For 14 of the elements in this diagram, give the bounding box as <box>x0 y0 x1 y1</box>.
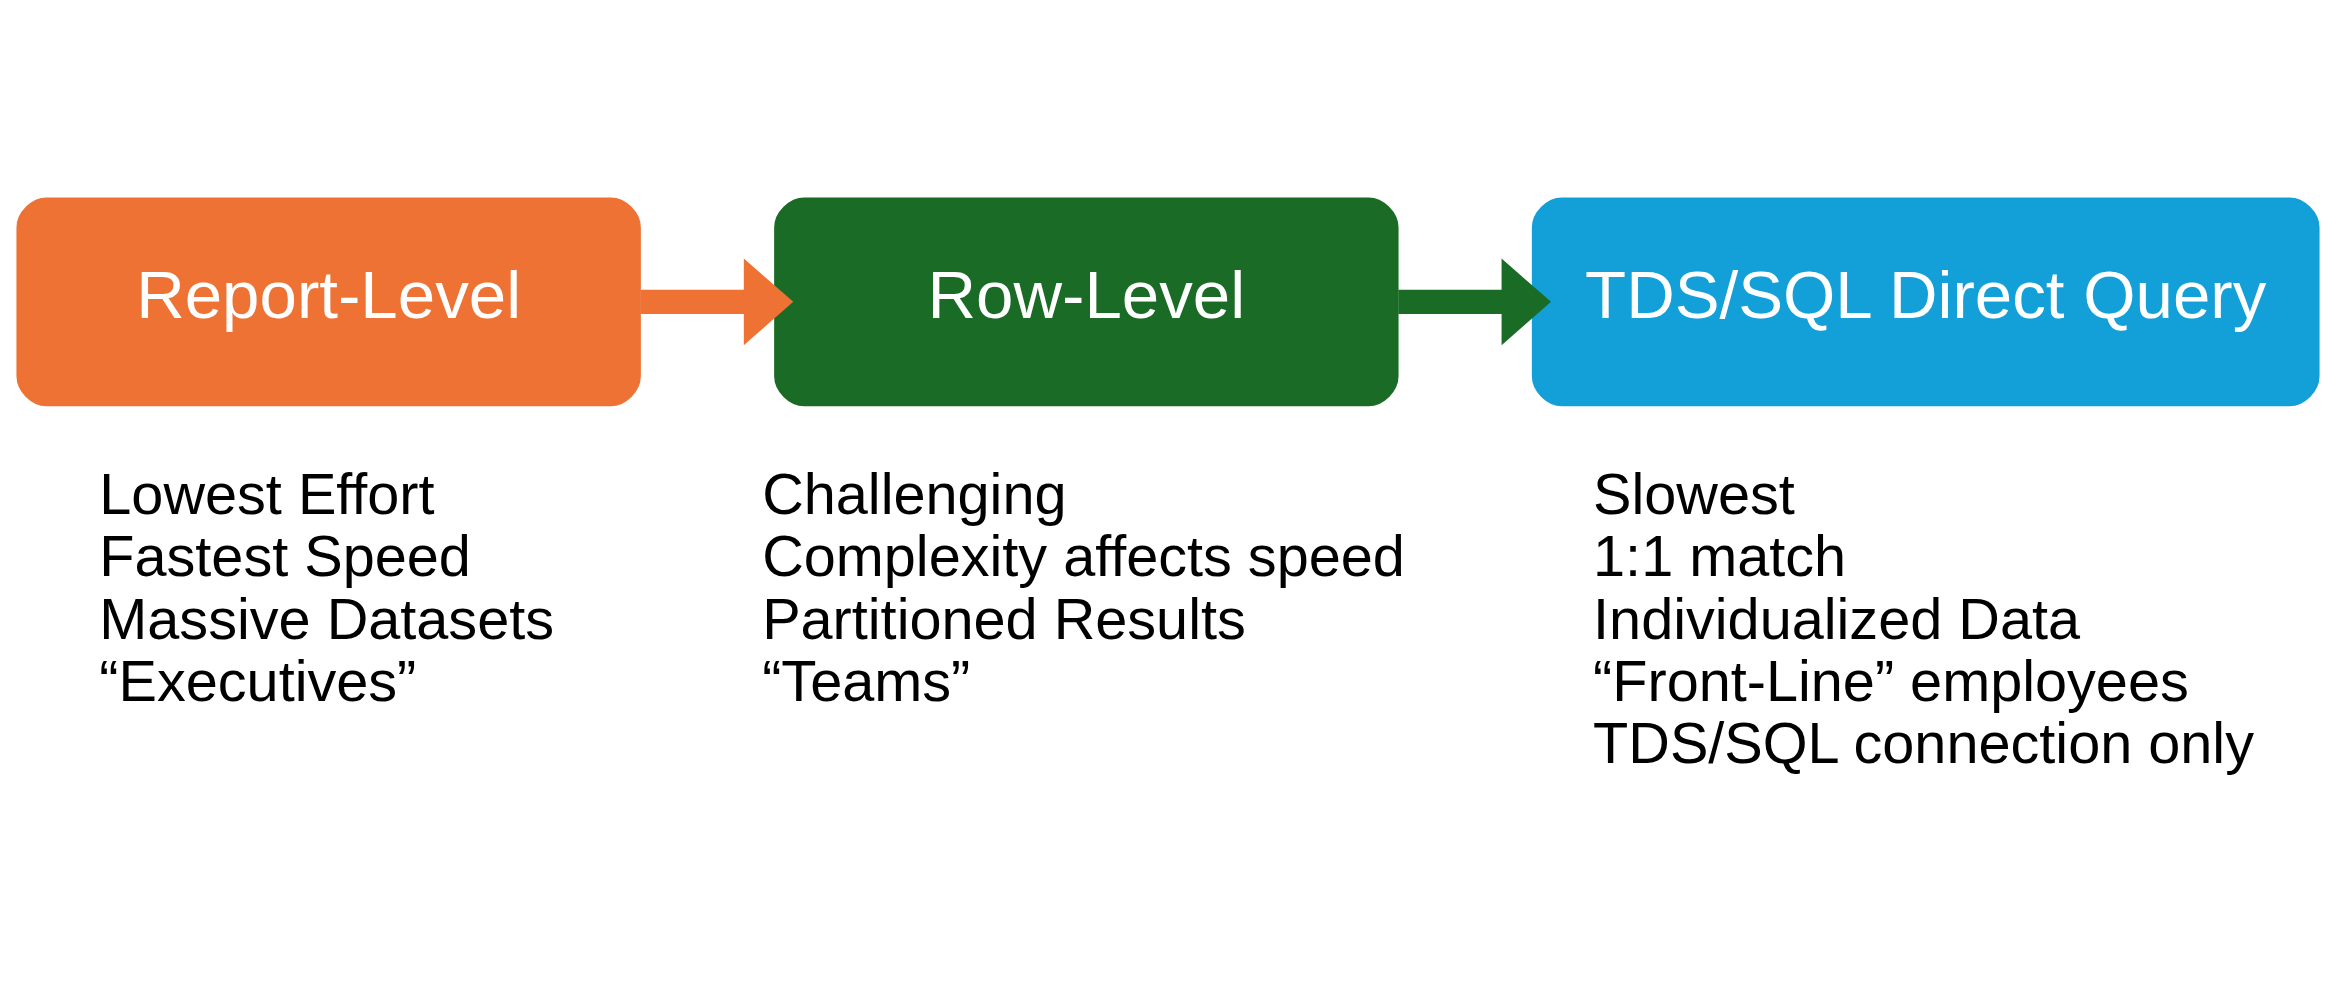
node-box: TDS/SQL Direct Query <box>1531 197 2320 407</box>
node-label: “Executives” <box>99 649 417 714</box>
node-label: “Teams” <box>762 649 971 714</box>
node-label: Individualized Data <box>1593 586 2080 651</box>
node-label: Slowest <box>1593 461 1795 526</box>
node-label: Lowest Effort <box>99 461 435 526</box>
node-label: 1:1 match <box>1593 524 1847 589</box>
node-label: Fastest Speed <box>99 524 471 589</box>
node-box: Report-Level <box>16 197 641 407</box>
node-label: “Front-Line” employees <box>1593 649 2189 714</box>
arrow <box>640 258 794 346</box>
node-box: Row-Level <box>774 197 1399 407</box>
arrow <box>1398 258 1552 346</box>
node-label: Challenging <box>762 461 1067 526</box>
